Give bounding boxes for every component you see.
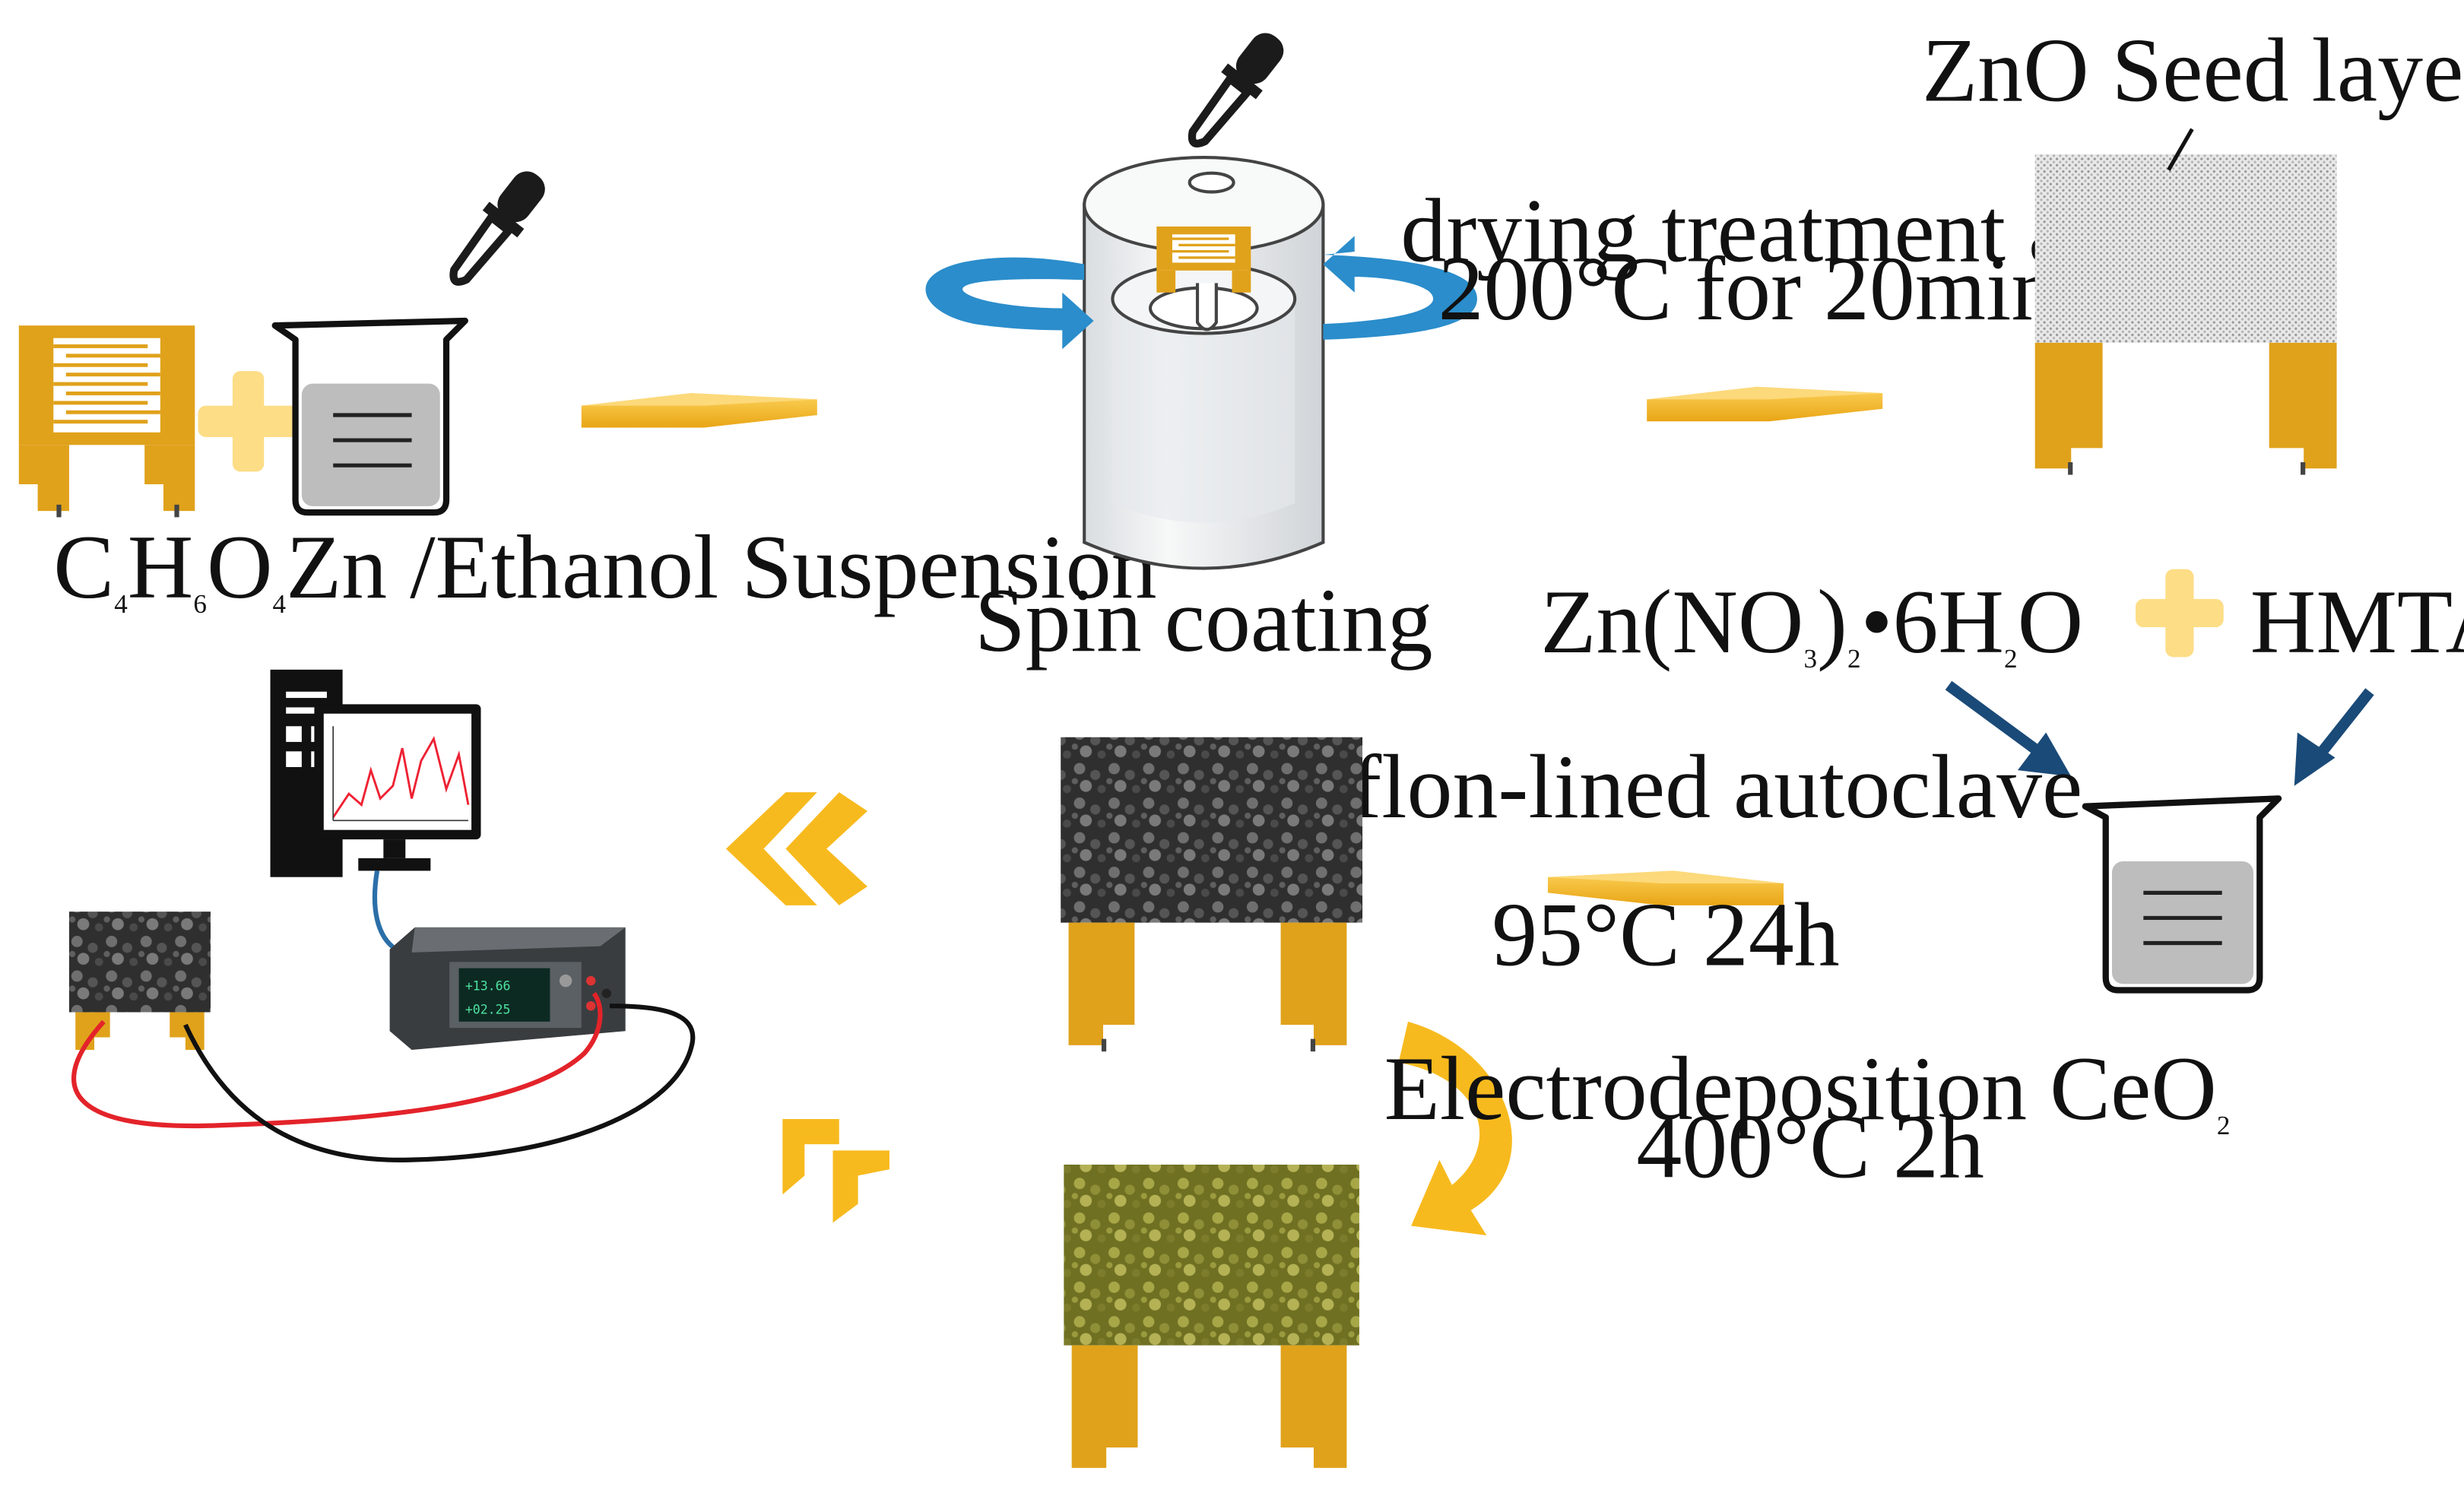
rotation-arrow-icon [925, 236, 1477, 350]
seed-layer-sensor [2034, 128, 2337, 475]
interdigital-electrode [18, 325, 195, 518]
svg-text:+13.66: +13.66 [465, 979, 511, 994]
spin-coater [1083, 155, 1325, 570]
ceo2-zno-sensor [1064, 1164, 1359, 1468]
usb-cable [372, 870, 398, 952]
beaker-icon [271, 317, 468, 516]
svg-text:+02.25: +02.25 [465, 1003, 511, 1017]
zinc-nitrate-label: Zn(NO3)2•6H2O [1540, 571, 2083, 674]
dark-arrow-icon [1945, 680, 2374, 786]
plus-icon [198, 371, 299, 472]
teflon-label: Teflon-lined autoclave [1261, 736, 2082, 837]
flat-arrow-icon [581, 393, 817, 428]
precursor-label: C4H6O4Zn /Ethanol Suspension [53, 516, 1156, 619]
plus-icon [2136, 569, 2224, 658]
black-wire [183, 1003, 696, 1162]
curved-arrow-icon [1398, 1021, 1512, 1235]
dropper-icon [438, 162, 555, 294]
beaker-icon [2082, 795, 2282, 994]
zno-nanorod-sensor [1061, 737, 1363, 1052]
flat-arrow-icon [1547, 870, 1784, 905]
annealing-label: 400°C 2h [1636, 1095, 1984, 1197]
drying-label-line2: 200°C for 20min [1438, 238, 2057, 339]
hydrothermal-label: 95°C 24h [1492, 883, 1840, 984]
chevron-left-icon [725, 792, 867, 905]
chevron-left-icon [782, 1119, 890, 1223]
computer-icon [270, 669, 481, 877]
red-wire [71, 991, 603, 1129]
seed-layer-label: ZnO Seed layer [1922, 20, 2464, 121]
spin-coating-label: Spin coating [975, 569, 1433, 671]
sourcemeter-icon: +13.66 +02.25 [389, 927, 626, 1051]
dropper-icon [1177, 24, 1294, 156]
flat-arrow-icon [1647, 386, 1883, 422]
small-sensor [68, 912, 211, 1051]
electrodeposition-label: Electrodeposition CeO2 [1384, 1038, 2231, 1140]
drying-label-line1: drying treatment at [1400, 179, 2094, 281]
hmta-label: HMTA [2250, 571, 2464, 672]
